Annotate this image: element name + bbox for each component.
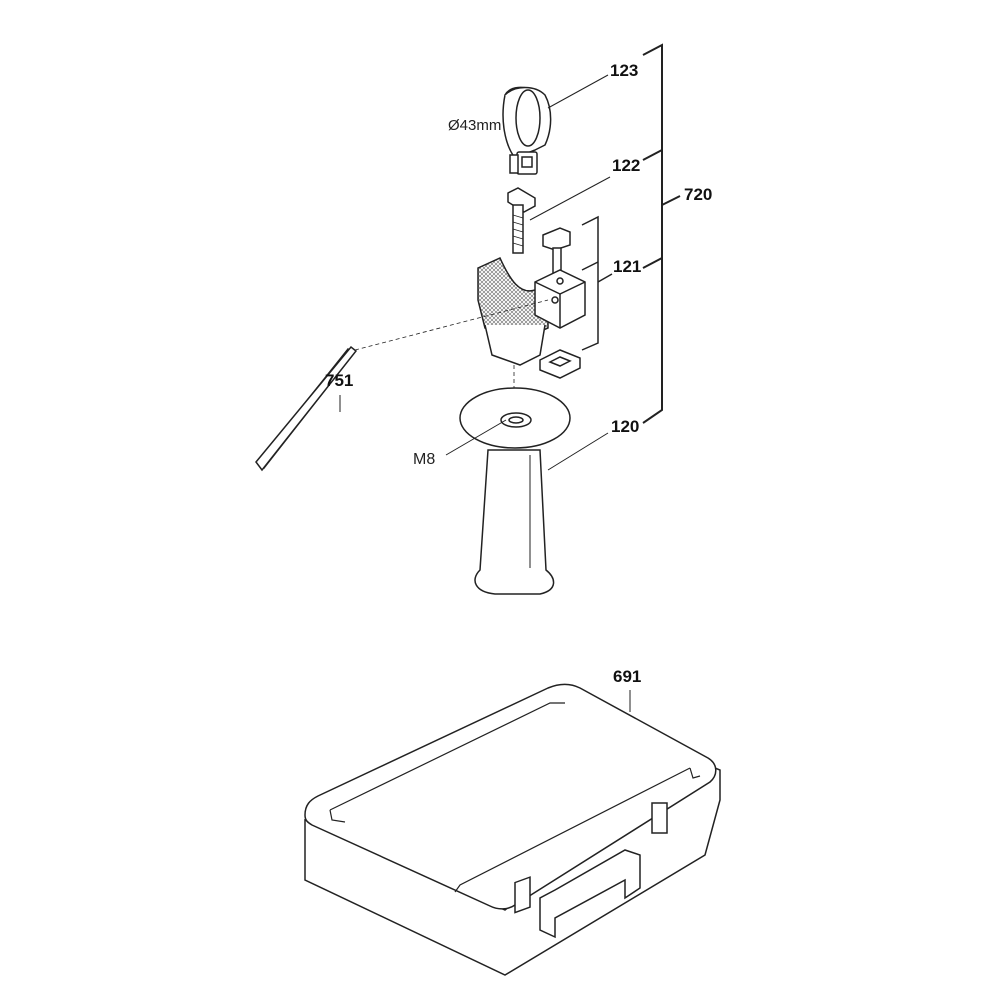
part-751-depth-rod (255, 299, 549, 472)
label-thread-m8: M8 (413, 451, 436, 468)
part-122-t-bolt (507, 176, 611, 254)
label-part-123: 123 (610, 61, 639, 80)
part-691-carrying-case (304, 683, 721, 976)
label-part-720: 720 (684, 185, 713, 204)
part-121-clamp-block (477, 215, 613, 379)
label-part-122: 122 (612, 156, 641, 175)
group-bracket-720 (642, 43, 681, 424)
label-part-120: 120 (611, 417, 640, 436)
part-123-clamp-ring (502, 74, 609, 175)
label-diameter-43mm: Ø43mm (448, 117, 502, 134)
label-part-121: 121 (613, 257, 642, 276)
part-120-side-handle (445, 365, 609, 595)
label-part-691: 691 (613, 667, 642, 686)
label-part-751: 751 (325, 371, 354, 390)
